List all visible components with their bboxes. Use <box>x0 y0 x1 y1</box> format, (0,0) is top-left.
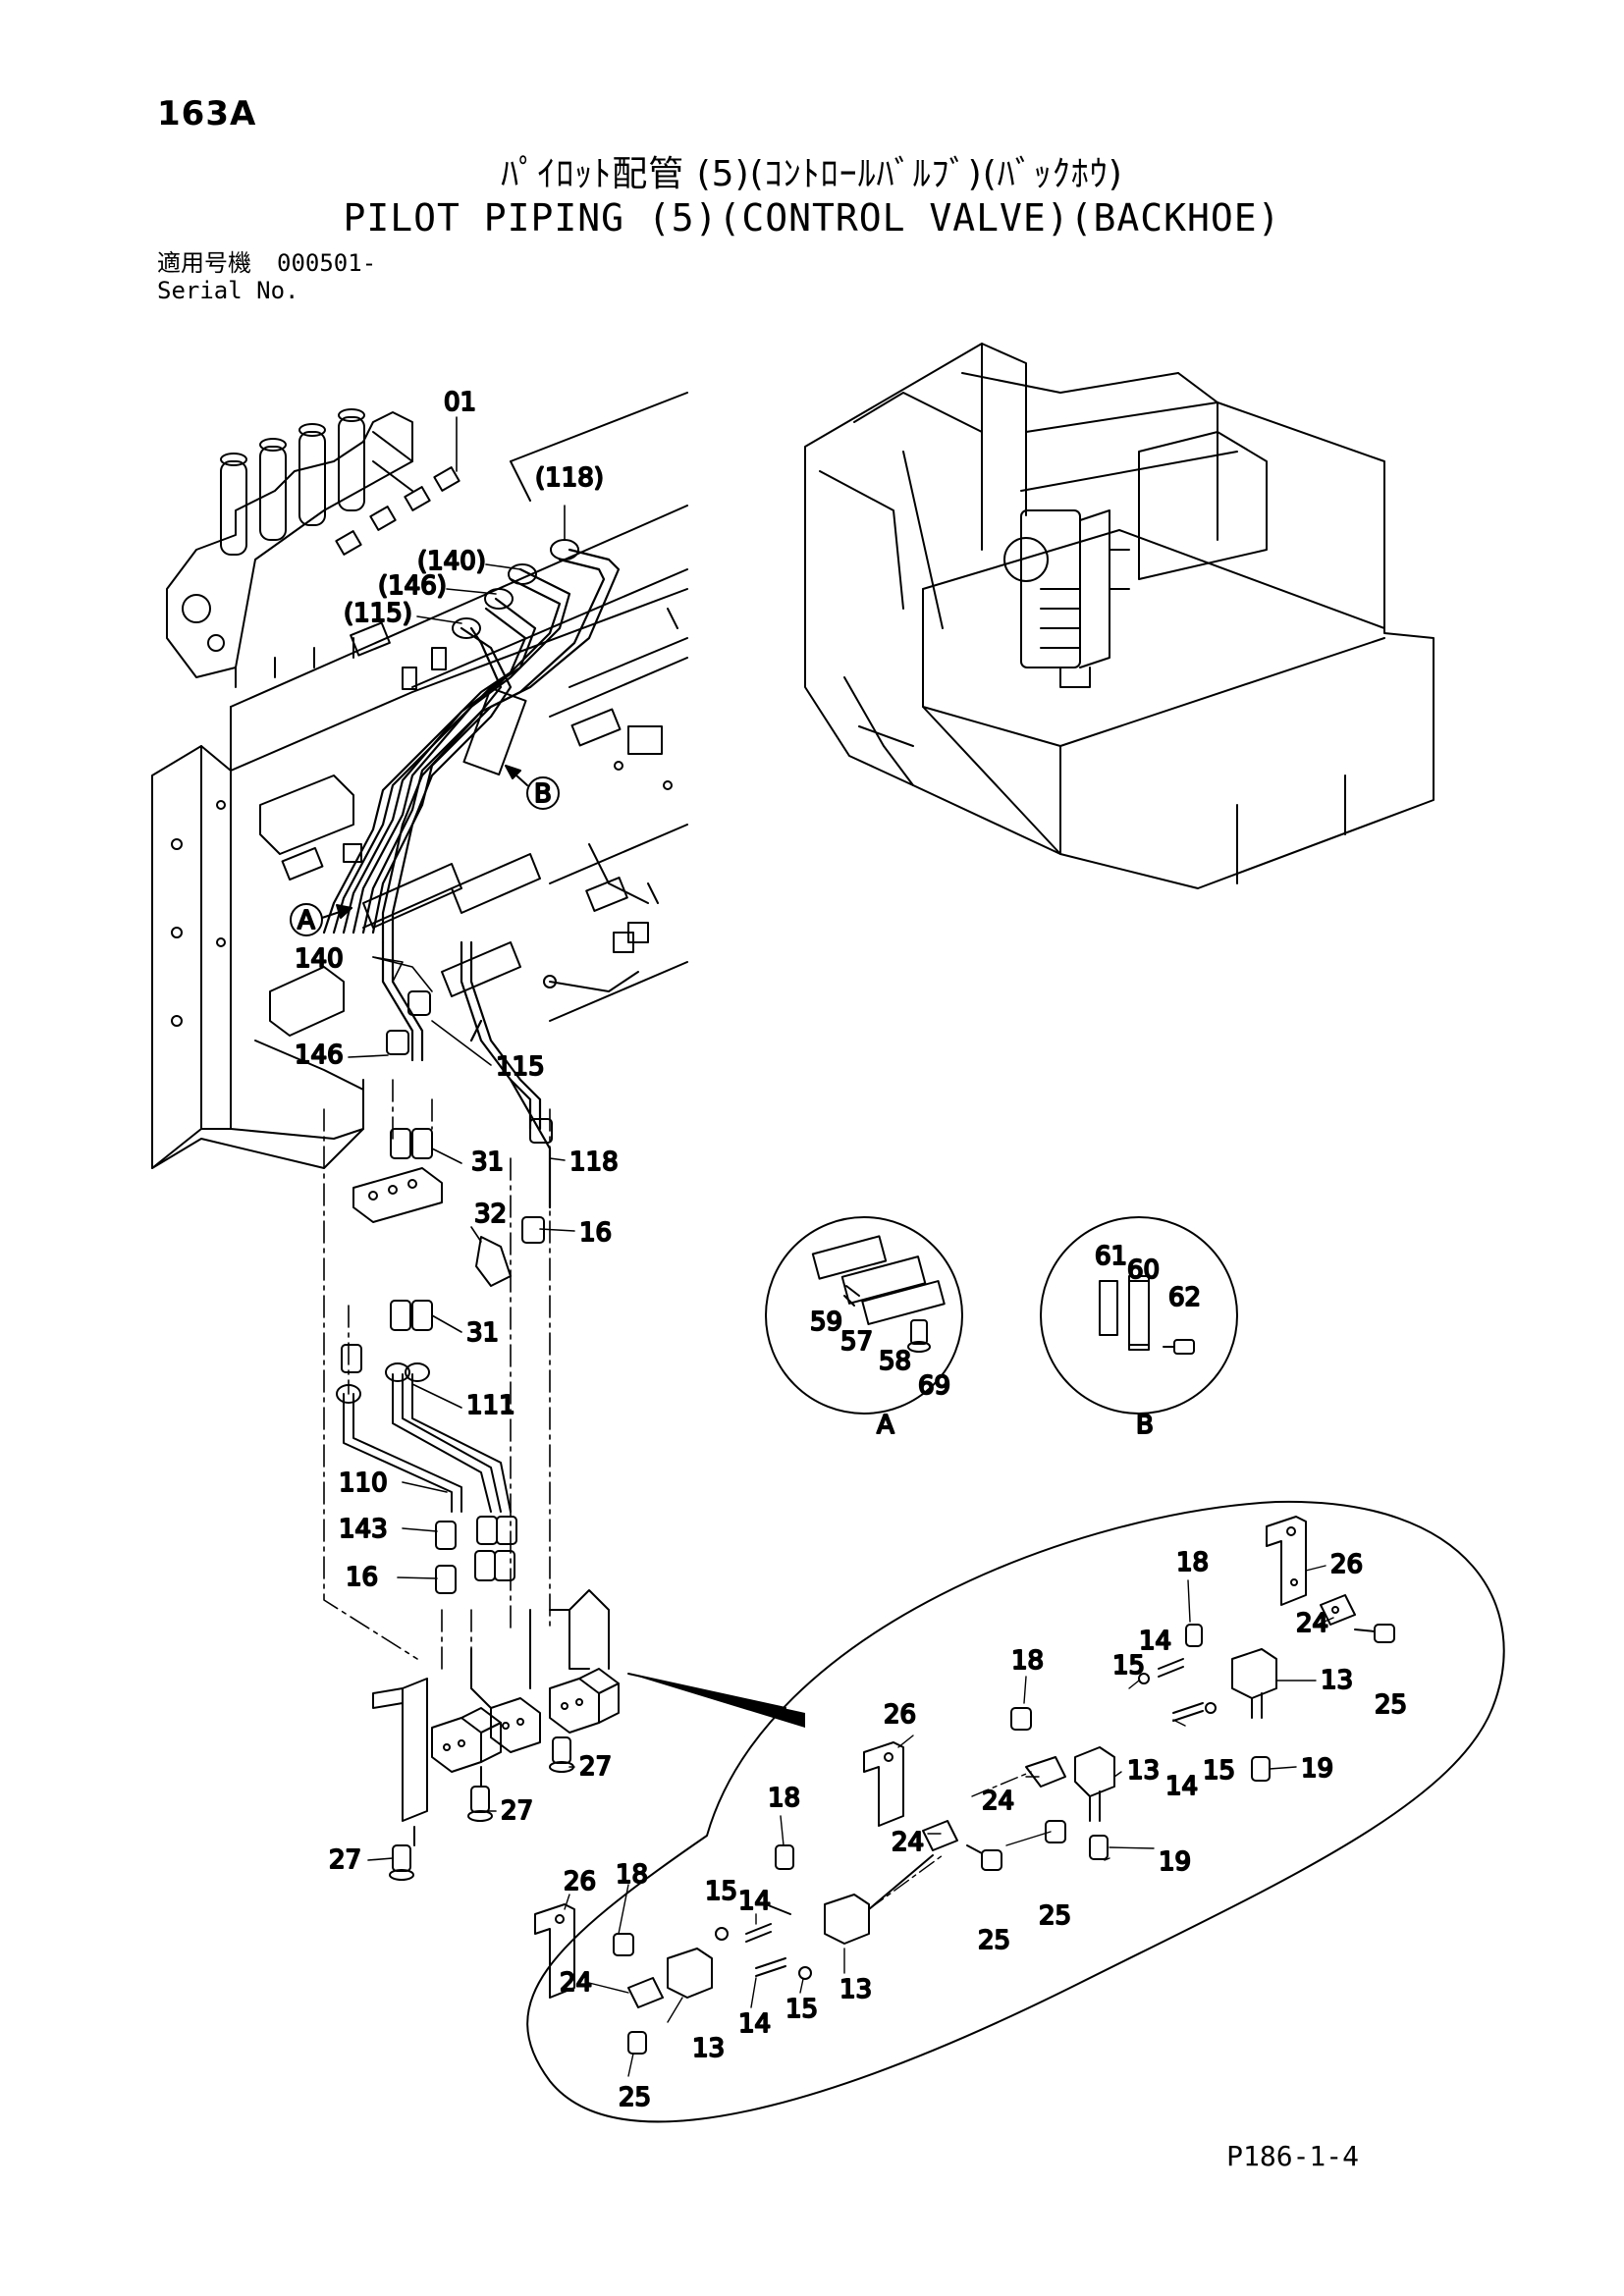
leader-lines <box>323 1079 551 1689</box>
zoom-callout-15-mid: 15 <box>1203 1756 1235 1786</box>
frame-structure <box>151 392 688 1169</box>
zoom-callout-24-mid-left: 24 <box>892 1828 924 1857</box>
title-japanese: ﾊﾟｲﾛｯﾄ配管 (5)(ｺﾝﾄﾛｰﾙﾊﾞﾙﾌﾞ)(ﾊﾞｯｸﾎｳ) <box>501 154 1123 194</box>
zoom-callout-24-top: 24 <box>1296 1609 1328 1638</box>
callout-110: 110 <box>339 1468 388 1498</box>
callout-16-lower: 16 <box>346 1563 378 1592</box>
zoom-leader-lines <box>868 1771 1032 1910</box>
zoom-callout-15-top: 15 <box>1112 1651 1145 1681</box>
zoom-callout-25-mid: 25 <box>1039 1901 1071 1931</box>
pilot-pipes <box>322 548 621 1209</box>
zoom-callout-25-left: 25 <box>619 2083 651 2112</box>
bottom-blocks <box>372 1589 620 1881</box>
marker-a <box>290 903 352 936</box>
zoom-callout-18-top: 18 <box>1176 1548 1209 1577</box>
detail-a-label: A <box>877 1411 894 1440</box>
zoom-callout-24-mid-right: 24 <box>982 1787 1014 1816</box>
callout-111: 111 <box>466 1391 515 1420</box>
zoom-callout-13-left: 13 <box>692 2034 725 2063</box>
serial-label-jp: 適用号機 <box>157 249 251 277</box>
zoom-callout-18-mid: 18 <box>1011 1646 1044 1676</box>
callout-118: 118 <box>569 1148 619 1177</box>
control-valve <box>166 408 413 688</box>
callout-32: 32 <box>474 1200 507 1229</box>
zoom-callout-18-low: 18 <box>768 1784 800 1813</box>
zoom-callout-13-mid: 13 <box>1127 1756 1160 1786</box>
zoom-callout-19-top: 19 <box>1301 1754 1333 1784</box>
zoom-callout-14-top: 14 <box>1139 1627 1171 1656</box>
zoom-callout-14-low-a: 14 <box>738 1887 771 1916</box>
footer-reference: P186-1-4 <box>1226 2140 1359 2172</box>
zoom-callout-14-low-b: 14 <box>738 2009 771 2039</box>
serial-label-en: Serial No. <box>157 277 299 304</box>
detail-b-view <box>1040 1216 1238 1415</box>
serial-value: 000501- <box>277 249 377 277</box>
callout-146-paren: (146) <box>378 571 447 601</box>
callout-146: 146 <box>295 1041 344 1070</box>
pipe-clamps <box>362 686 541 997</box>
title-english: PILOT PIPING (5)(CONTROL VALVE)(BACKHOE) <box>343 196 1281 240</box>
callout-27-right: 27 <box>579 1752 612 1782</box>
zoom-callout-14-mid: 14 <box>1165 1772 1198 1801</box>
detail-a-part-58: 58 <box>879 1347 911 1376</box>
serial-block: 適用号機 000501- Serial No. <box>157 249 376 304</box>
callout-27-middle: 27 <box>501 1796 533 1826</box>
zoom-callout-13-low: 13 <box>839 1975 872 2004</box>
callout-16-upper: 16 <box>579 1218 612 1248</box>
zoom-callout-26-left: 26 <box>564 1867 596 1896</box>
callout-31-upper: 31 <box>471 1148 504 1177</box>
detail-a-view <box>765 1216 963 1415</box>
zoom-callout-19-mid: 19 <box>1159 1847 1191 1877</box>
zoom-callout-25-low: 25 <box>978 1926 1010 1955</box>
marker-b <box>505 765 560 810</box>
callout-115-paren: (115) <box>344 599 412 628</box>
zoom-callout-26-top: 26 <box>1330 1550 1363 1579</box>
page-number: 163A <box>157 94 257 133</box>
marker-a-label: A <box>298 906 315 935</box>
zoom-callout-15-low-a: 15 <box>705 1877 737 1906</box>
callout-140-paren: (140) <box>417 547 486 576</box>
zoom-callout-leaders <box>564 1565 1334 2077</box>
machine-overview <box>804 343 1435 889</box>
callout-27-left: 27 <box>329 1845 361 1875</box>
zoom-bracket-top-right <box>1010 1516 1395 1782</box>
detail-b-label: B <box>1136 1411 1154 1440</box>
callout-143: 143 <box>339 1515 388 1544</box>
detail-a-part-59: 59 <box>810 1308 842 1337</box>
zoom-bubble <box>526 1500 1505 2123</box>
connector-assembly <box>336 1128 545 1594</box>
zoom-callout-25-top: 25 <box>1375 1690 1407 1720</box>
callout-140: 140 <box>295 944 344 974</box>
detail-a-part-57: 57 <box>840 1327 873 1357</box>
zoom-callout-26-mid: 26 <box>884 1700 916 1730</box>
callout-31-lower: 31 <box>466 1318 499 1348</box>
callout-115: 115 <box>496 1052 545 1082</box>
detail-b-part-61: 61 <box>1095 1242 1127 1271</box>
callout-118-paren: (118) <box>535 463 604 493</box>
zoom-callout-24-left: 24 <box>560 1968 592 1998</box>
detail-b-part-62: 62 <box>1168 1283 1201 1312</box>
zoom-callout-13-top: 13 <box>1321 1666 1353 1695</box>
zoom-bracket-lower-left <box>534 1854 934 2055</box>
zoom-callout-18-left: 18 <box>616 1860 648 1890</box>
zoom-bracket-middle <box>775 1741 1115 1871</box>
detail-b-part-60: 60 <box>1127 1255 1160 1285</box>
detail-a-part-69: 69 <box>918 1371 950 1401</box>
fittings <box>335 466 579 1144</box>
callout-01: 01 <box>444 388 476 417</box>
callout-leaders <box>348 416 575 1861</box>
marker-b-label: B <box>534 779 552 809</box>
zoom-callout-15-low-b: 15 <box>785 1995 818 2024</box>
